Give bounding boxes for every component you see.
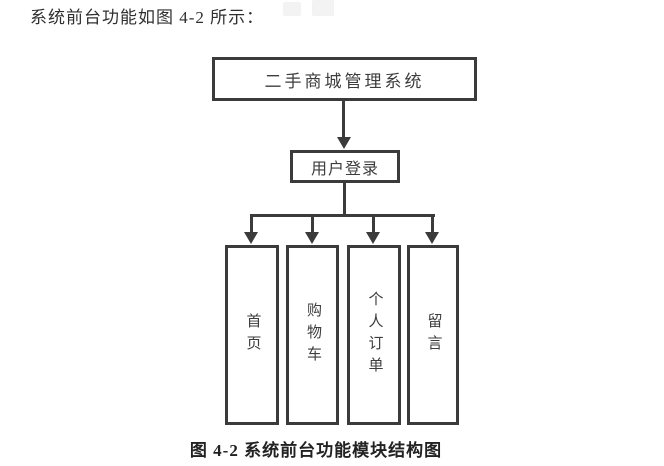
connector-root-to-login [342, 101, 345, 137]
connector-drop-orders [372, 214, 375, 233]
diagram-node-home-label: 首页 [244, 313, 261, 357]
diagram-node-root-label: 二手商城管理系统 [264, 71, 425, 91]
connector-drop-message [431, 214, 434, 233]
diagram-node-home: 首页 [225, 245, 279, 425]
diagram-node-orders: 个人订单 [347, 245, 401, 425]
diagram-node-login: 用户登录 [290, 150, 400, 183]
diagram-node-message-label: 留言 [425, 313, 442, 357]
connector-login-stem [343, 183, 346, 214]
diagram-node-cart-label: 购物车 [305, 302, 321, 368]
scan-artifact [283, 2, 301, 16]
connector-horizontal-rail [250, 214, 435, 217]
scan-artifact [312, 0, 334, 16]
arrow-down-icon [425, 232, 439, 244]
arrow-down-icon [305, 232, 319, 244]
diagram-node-login-label: 用户登录 [310, 160, 379, 178]
arrow-down-icon [337, 137, 351, 149]
diagram-node-cart: 购物车 [286, 245, 339, 425]
connector-drop-cart [311, 214, 314, 233]
diagram-node-message: 留言 [407, 245, 459, 425]
figure-caption: 图 4-2 系统前台功能模块结构图 [189, 441, 443, 460]
diagram-node-orders-label: 个人订单 [366, 291, 383, 379]
connector-drop-home [250, 214, 253, 233]
arrow-down-icon [366, 232, 380, 244]
intro-text: 系统前台功能如图 4-2 所示： [30, 8, 265, 27]
diagram-node-root: 二手商城管理系统 [212, 57, 477, 101]
arrow-down-icon [244, 232, 258, 244]
